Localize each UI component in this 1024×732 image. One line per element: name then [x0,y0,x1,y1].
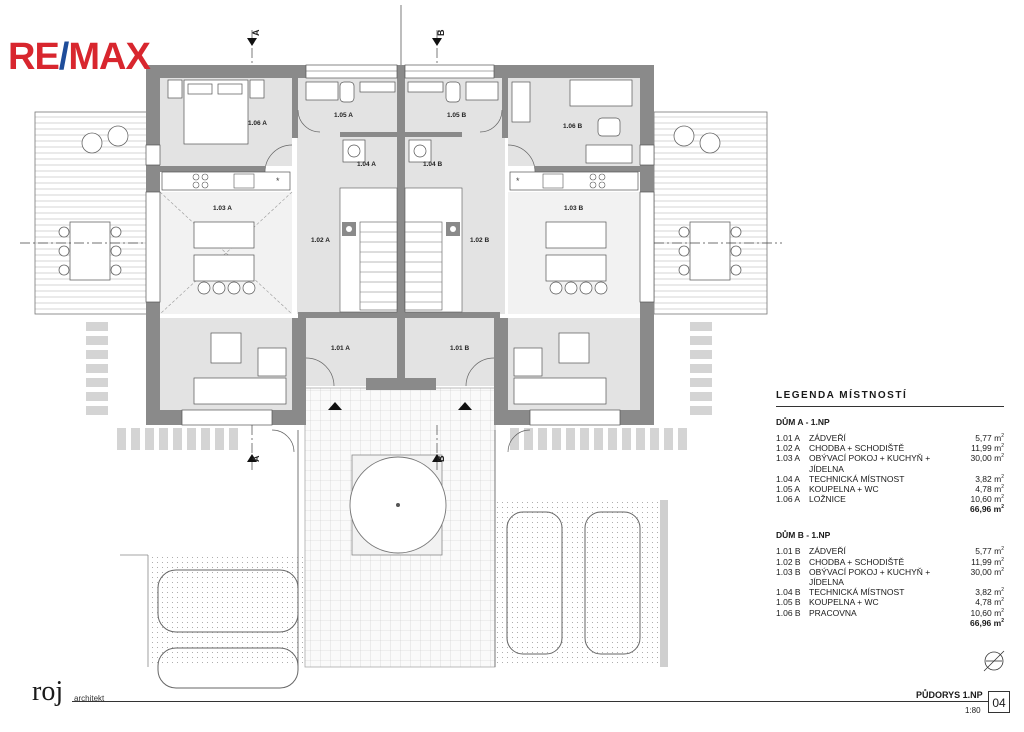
label-101b: 1.01 B [450,345,469,352]
room-name: OBÝVACÍ POKOJ + KUCHYŇ + JÍDELNA [809,566,931,588]
legend-row: 1.04 B TECHNICKÁ MÍSTNOST 3,82 m2 [776,587,1004,597]
room-area: 11,99 m2 [971,443,1004,454]
room-name: CHODBA + SCHODIŠTĚ [809,443,905,454]
label-104a: 1.04 A [357,161,376,168]
label-103a: 1.03 A [213,205,232,212]
architect-logo-sub: architekt [74,694,105,703]
legend-row: 1.05 A KOUPELNA + WC 4,78 m2 [776,484,1004,494]
footer-divider [72,701,989,702]
architect-logo: roj [32,676,64,707]
legend-row: 1.02 B CHODBA + SCHODIŠTĚ 11,99 m2 [776,557,1004,567]
room-area: 30,00 m2 [970,453,1004,464]
room-101b [405,318,505,386]
room-code: 1.05 A [776,484,801,495]
north-arrow-icon [983,650,1005,672]
legend-group-b: DŮM B - 1.NP 1.01 B ZÁDVEŘÍ 5,77 m2 1.02 B… [776,530,1004,628]
svg-text:*: * [516,176,520,186]
logo-re: RE [8,36,60,78]
logo-slash: / [58,36,70,78]
room-area: 30,00 m2 [970,566,1004,577]
legend-total: 66,96 m2 [970,617,1004,628]
svg-text:*: * [276,176,280,186]
room-area: 4,78 m2 [975,484,1004,495]
room-name: KOUPELNA + WC [809,597,879,608]
room-area: 3,82 m2 [975,587,1004,598]
room-code: 1.02 B [776,556,801,567]
room-101a [297,318,397,386]
room-area: 4,78 m2 [975,597,1004,608]
label-106b: 1.06 B [563,123,582,130]
legend-row: 1.03 A OBÝVACÍ POKOJ + KUCHYŇ + JÍDELNA 30… [776,453,1004,473]
room-area: 5,77 m2 [975,433,1004,443]
garden-dotted-left [148,555,306,667]
room-name: TECHNICKÁ MÍSTNOST [809,473,905,484]
staircase-a [339,187,398,313]
label-101a: 1.01 A [331,345,350,352]
logo-max: MAX [68,36,150,78]
legend-group-title: DŮM A - 1.NP [776,417,830,427]
room-legend: LEGENDA MÍSTNOSTÍ DŮM A - 1.NP 1.01 A ZÁD… [776,390,1004,644]
legend-total: 66,96 m2 [970,504,1004,515]
legend-row: 1.05 B KOUPELNA + WC 4,78 m2 [776,597,1004,607]
room-name: TECHNICKÁ MÍSTNOST [809,587,905,598]
room-code: 1.04 A [776,473,801,484]
room-code: 1.03 B [776,566,801,577]
legend-row: 1.01 A ZÁDVEŘÍ 5,77 m2 [776,433,1004,443]
room-code: 1.01 B [776,546,801,557]
room-code: 1.02 A [776,443,801,454]
label-102a: 1.02 A [311,237,330,244]
room-area: 3,82 m2 [975,473,1004,484]
room-code: 1.05 B [776,597,801,608]
room-name: ZÁDVEŘÍ [809,546,846,557]
room-name: ZÁDVEŘÍ [809,433,846,443]
room-area: 10,60 m2 [970,607,1004,618]
legend-title: LEGENDA MÍSTNOSTÍ [776,390,1004,407]
legend-group-a: DŮM A - 1.NP 1.01 A ZÁDVEŘÍ 5,77 m2 1.02 A… [776,417,1004,515]
room-code: 1.03 A [776,453,801,464]
room-name: PRACOVNA [809,607,857,618]
room-code: 1.01 A [776,433,801,443]
legend-row: 1.04 A TECHNICKÁ MÍSTNOST 3,82 m2 [776,474,1004,484]
room-area: 11,99 m2 [971,556,1004,567]
section-a-bottom: A [251,455,261,462]
room-area: 5,77 m2 [975,546,1004,557]
label-103b: 1.03 B [564,205,583,212]
garden-dotted-right [495,500,660,667]
legend-row: 1.06 A LOŽNICE 10,60 m2 [776,494,1004,504]
legend-row: 1.06 B PRACOVNA 10,60 m2 [776,608,1004,618]
sheet-title: PŮDORYS 1.NP [916,690,983,700]
label-106a: 1.06 A [248,120,267,127]
section-b-bottom: B [436,455,446,462]
room-code: 1.06 A [776,494,801,505]
sheet-number: 04 [988,691,1010,713]
label-102b: 1.02 B [470,237,489,244]
legend-row: 1.02 A CHODBA + SCHODIŠTĚ 11,99 m2 [776,443,1004,453]
legend-row: 1.03 B OBÝVACÍ POKOJ + KUCHYŇ + JÍDELNA 30… [776,567,1004,587]
room-area: 10,60 m2 [970,494,1004,505]
room-name: OBÝVACÍ POKOJ + KUCHYŇ + JÍDELNA [809,453,931,474]
room-name: LOŽNICE [809,494,846,505]
section-b-top: B [436,29,446,36]
car-left [157,569,299,633]
car-right-1 [506,511,563,655]
sheet-scale: 1:80 [965,706,981,715]
car-right-2 [584,511,641,655]
legend-row: 1.01 B ZÁDVEŘÍ 5,77 m2 [776,546,1004,556]
room-code: 1.04 B [776,587,801,598]
label-105a: 1.05 A [334,112,353,119]
label-105b: 1.05 B [447,112,466,119]
legend-group-title: DŮM B - 1.NP [776,530,831,541]
room-code: 1.06 B [776,607,801,618]
remax-logo: RE/MAX [8,36,151,78]
staircase-b [404,187,463,313]
room-name: CHODBA + SCHODIŠTĚ [809,556,905,567]
label-104b: 1.04 B [423,161,442,168]
section-a-top: A [251,29,261,36]
room-name: KOUPELNA + WC [809,484,879,495]
